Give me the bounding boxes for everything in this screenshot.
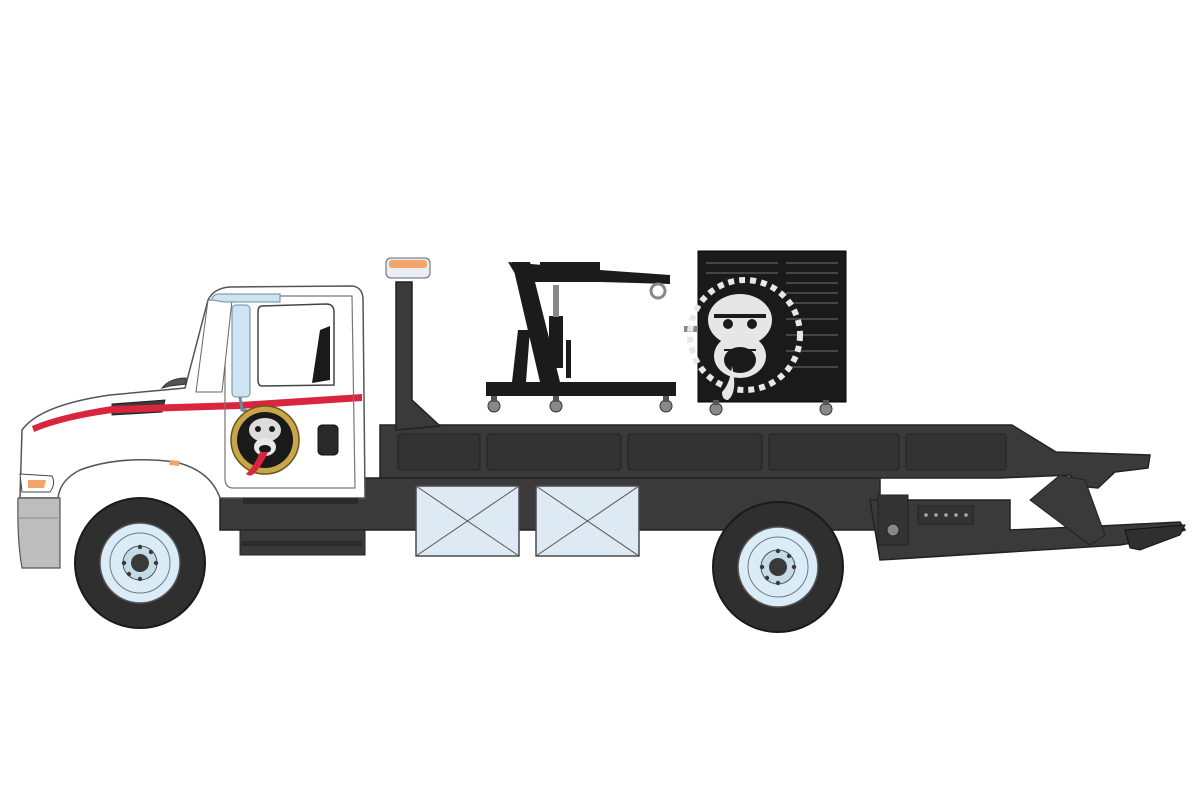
- beacon-light: [385, 257, 431, 279]
- gorilla-emblem-icon: [230, 405, 300, 476]
- front-wheel: [74, 497, 206, 629]
- flatbed: [379, 424, 1151, 489]
- toolbox-left: [415, 485, 520, 557]
- toolbox-right: [535, 485, 640, 557]
- headache-rack: [395, 281, 442, 431]
- engine-hoist: [486, 262, 676, 413]
- gorilla-graphic-icon: [687, 277, 803, 400]
- rear-wheel: [712, 501, 844, 633]
